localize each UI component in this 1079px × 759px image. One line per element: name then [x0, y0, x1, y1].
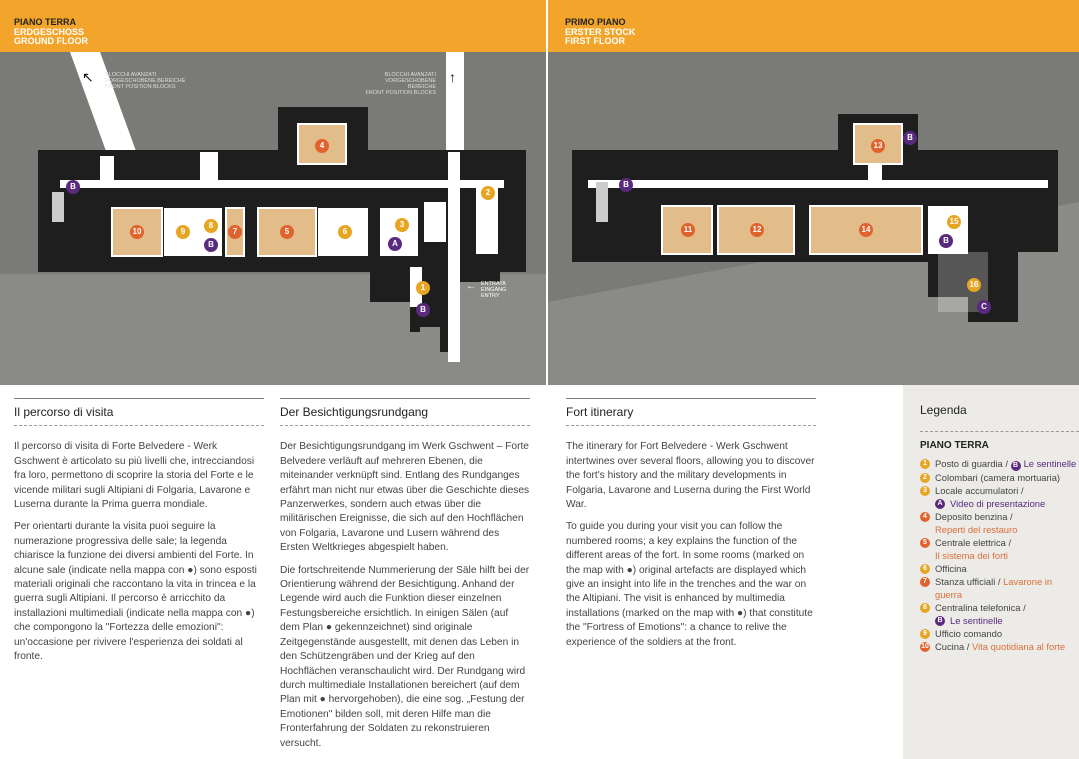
room-marker-icon: 2	[481, 186, 495, 200]
legend-item: 5 Centrale elettrica /	[920, 536, 1079, 549]
legend-heading: Legenda	[920, 403, 1079, 432]
room-marker-icon: 13	[871, 139, 885, 153]
legend-marker-icon: 5	[920, 537, 930, 548]
legend-item: Reperti del restauro	[920, 523, 1079, 536]
english-column: Fort itinerary The itinerary for Fort Be…	[566, 398, 816, 658]
legend-marker-icon: 2	[920, 472, 930, 483]
room-marker-icon: B	[939, 234, 953, 248]
room-marker-icon: B	[903, 131, 917, 145]
room-marker-icon: B	[66, 180, 80, 194]
legend-marker-icon: 4	[920, 511, 930, 522]
legend-marker-icon: 3	[920, 485, 930, 496]
legend-marker-icon: B	[935, 615, 945, 626]
room-marker-icon: 12	[750, 223, 764, 237]
legend-subtext: Vita quotidiana al forte	[972, 641, 1066, 652]
legend-marker-icon: 7	[920, 576, 930, 587]
legend-marker-icon: 1	[920, 458, 930, 469]
room-marker-icon: C	[977, 300, 991, 314]
room-marker-icon: 4	[315, 139, 329, 153]
english-para: The itinerary for Fort Belvedere - Werk …	[566, 441, 815, 511]
english-para: To guide you during your visit you can f…	[566, 521, 813, 648]
legend-text: Centrale elettrica /	[935, 537, 1012, 548]
room-marker-icon: B	[204, 238, 218, 252]
legend-text: Ufficio comando	[935, 628, 1003, 639]
room-marker-icon: 11	[681, 223, 695, 237]
room-marker-icon: 10	[130, 225, 144, 239]
legend-item: Il sistema dei forti	[920, 549, 1079, 562]
italian-para: Il percorso di visita di Forte Belvedere…	[14, 441, 255, 511]
legend-text: Cucina /	[935, 641, 972, 652]
legend-panel: Legenda PIANO TERRA 1 Posto di guardia / …	[903, 385, 1079, 759]
legend-text: Deposito benzina /	[935, 511, 1013, 522]
german-column: Der Besichtigungsrundgang Der Besichtigu…	[280, 398, 530, 759]
italian-column: Il percorso di visita Il percorso di vis…	[14, 398, 264, 673]
svg-text:↖: ↖	[82, 69, 94, 85]
legend-item: 8 Centralina telefonica /	[920, 601, 1079, 614]
svg-text:↑: ↑	[449, 69, 456, 85]
legend-text: Le sentinelle	[950, 615, 1003, 626]
legend-text: Il sistema dei forti	[935, 550, 1008, 561]
room-marker-icon: 8	[204, 219, 218, 233]
legend-text: Reperti del restauro	[935, 524, 1018, 535]
room-marker-icon: A	[388, 237, 402, 251]
legend-marker-icon: 9	[920, 628, 930, 639]
room-marker-icon: 7	[228, 225, 242, 239]
legend-item: 7 Stanza ufficiali / Lavarone in guerra	[920, 575, 1079, 601]
legend-item: 10 Cucina / Vita quotidiana al forte	[920, 640, 1079, 653]
legend-text: Officina	[935, 563, 967, 574]
room-marker-icon: 5	[280, 225, 294, 239]
legend-text: Posto di guardia /	[935, 458, 1011, 469]
ground-floor-plan: ↖ ↑ ←	[0, 52, 546, 385]
legend-marker-icon: A	[935, 498, 945, 509]
italian-para: Per orientarti durante la visita puoi se…	[14, 521, 257, 663]
room-marker-icon: 1	[416, 281, 430, 295]
room-marker-icon: 15	[947, 215, 961, 229]
room-marker-icon: 9	[176, 225, 190, 239]
german-heading: Der Besichtigungsrundgang	[280, 398, 530, 427]
legend-sub-marker-icon: B	[1010, 461, 1021, 471]
legend-item: B Le sentinelle	[920, 614, 1079, 627]
legend-text: Video di presentazione	[950, 498, 1046, 509]
svg-text:←: ←	[466, 281, 476, 292]
legend-text: Centralina telefonica /	[935, 602, 1026, 613]
room-marker-icon: B	[416, 303, 430, 317]
first-floor-plan	[548, 114, 1079, 385]
legend-item: 2 Colombari (camera mortuaria)	[920, 471, 1079, 484]
room-marker-icon: 14	[859, 223, 873, 237]
legend-text: Colombari (camera mortuaria)	[935, 472, 1061, 483]
legend-item: 4 Deposito benzina /	[920, 510, 1079, 523]
legend-text: Locale accumulatori /	[935, 485, 1024, 496]
german-para: Der Besichtigungsrundgang im Werk Gschwe…	[280, 441, 530, 554]
legend-item: 6 Officina	[920, 562, 1079, 575]
legend-item: A Video di presentazione	[920, 497, 1079, 510]
legend-item: 3 Locale accumulatori /	[920, 484, 1079, 497]
room-marker-icon: 16	[967, 278, 981, 292]
english-heading: Fort itinerary	[566, 398, 816, 427]
legend-text: Stanza ufficiali /	[935, 576, 1004, 587]
legend-subtext: Le sentinelle	[1023, 458, 1077, 469]
italian-heading: Il percorso di visita	[14, 398, 264, 427]
room-marker-icon: 3	[395, 218, 409, 232]
legend-marker-icon: 8	[920, 602, 930, 613]
legend-item: 9 Ufficio comando	[920, 627, 1079, 640]
legend-marker-icon: 6	[920, 563, 930, 574]
legend-floor: PIANO TERRA	[920, 440, 989, 451]
legend-subtext: Lavarone in guerra	[935, 576, 1053, 600]
german-para: Die fortschreitende Nummerierung der Säl…	[280, 564, 530, 749]
room-marker-icon: B	[619, 178, 633, 192]
room-marker-icon: 6	[338, 225, 352, 239]
legend-marker-icon: 10	[920, 641, 930, 652]
